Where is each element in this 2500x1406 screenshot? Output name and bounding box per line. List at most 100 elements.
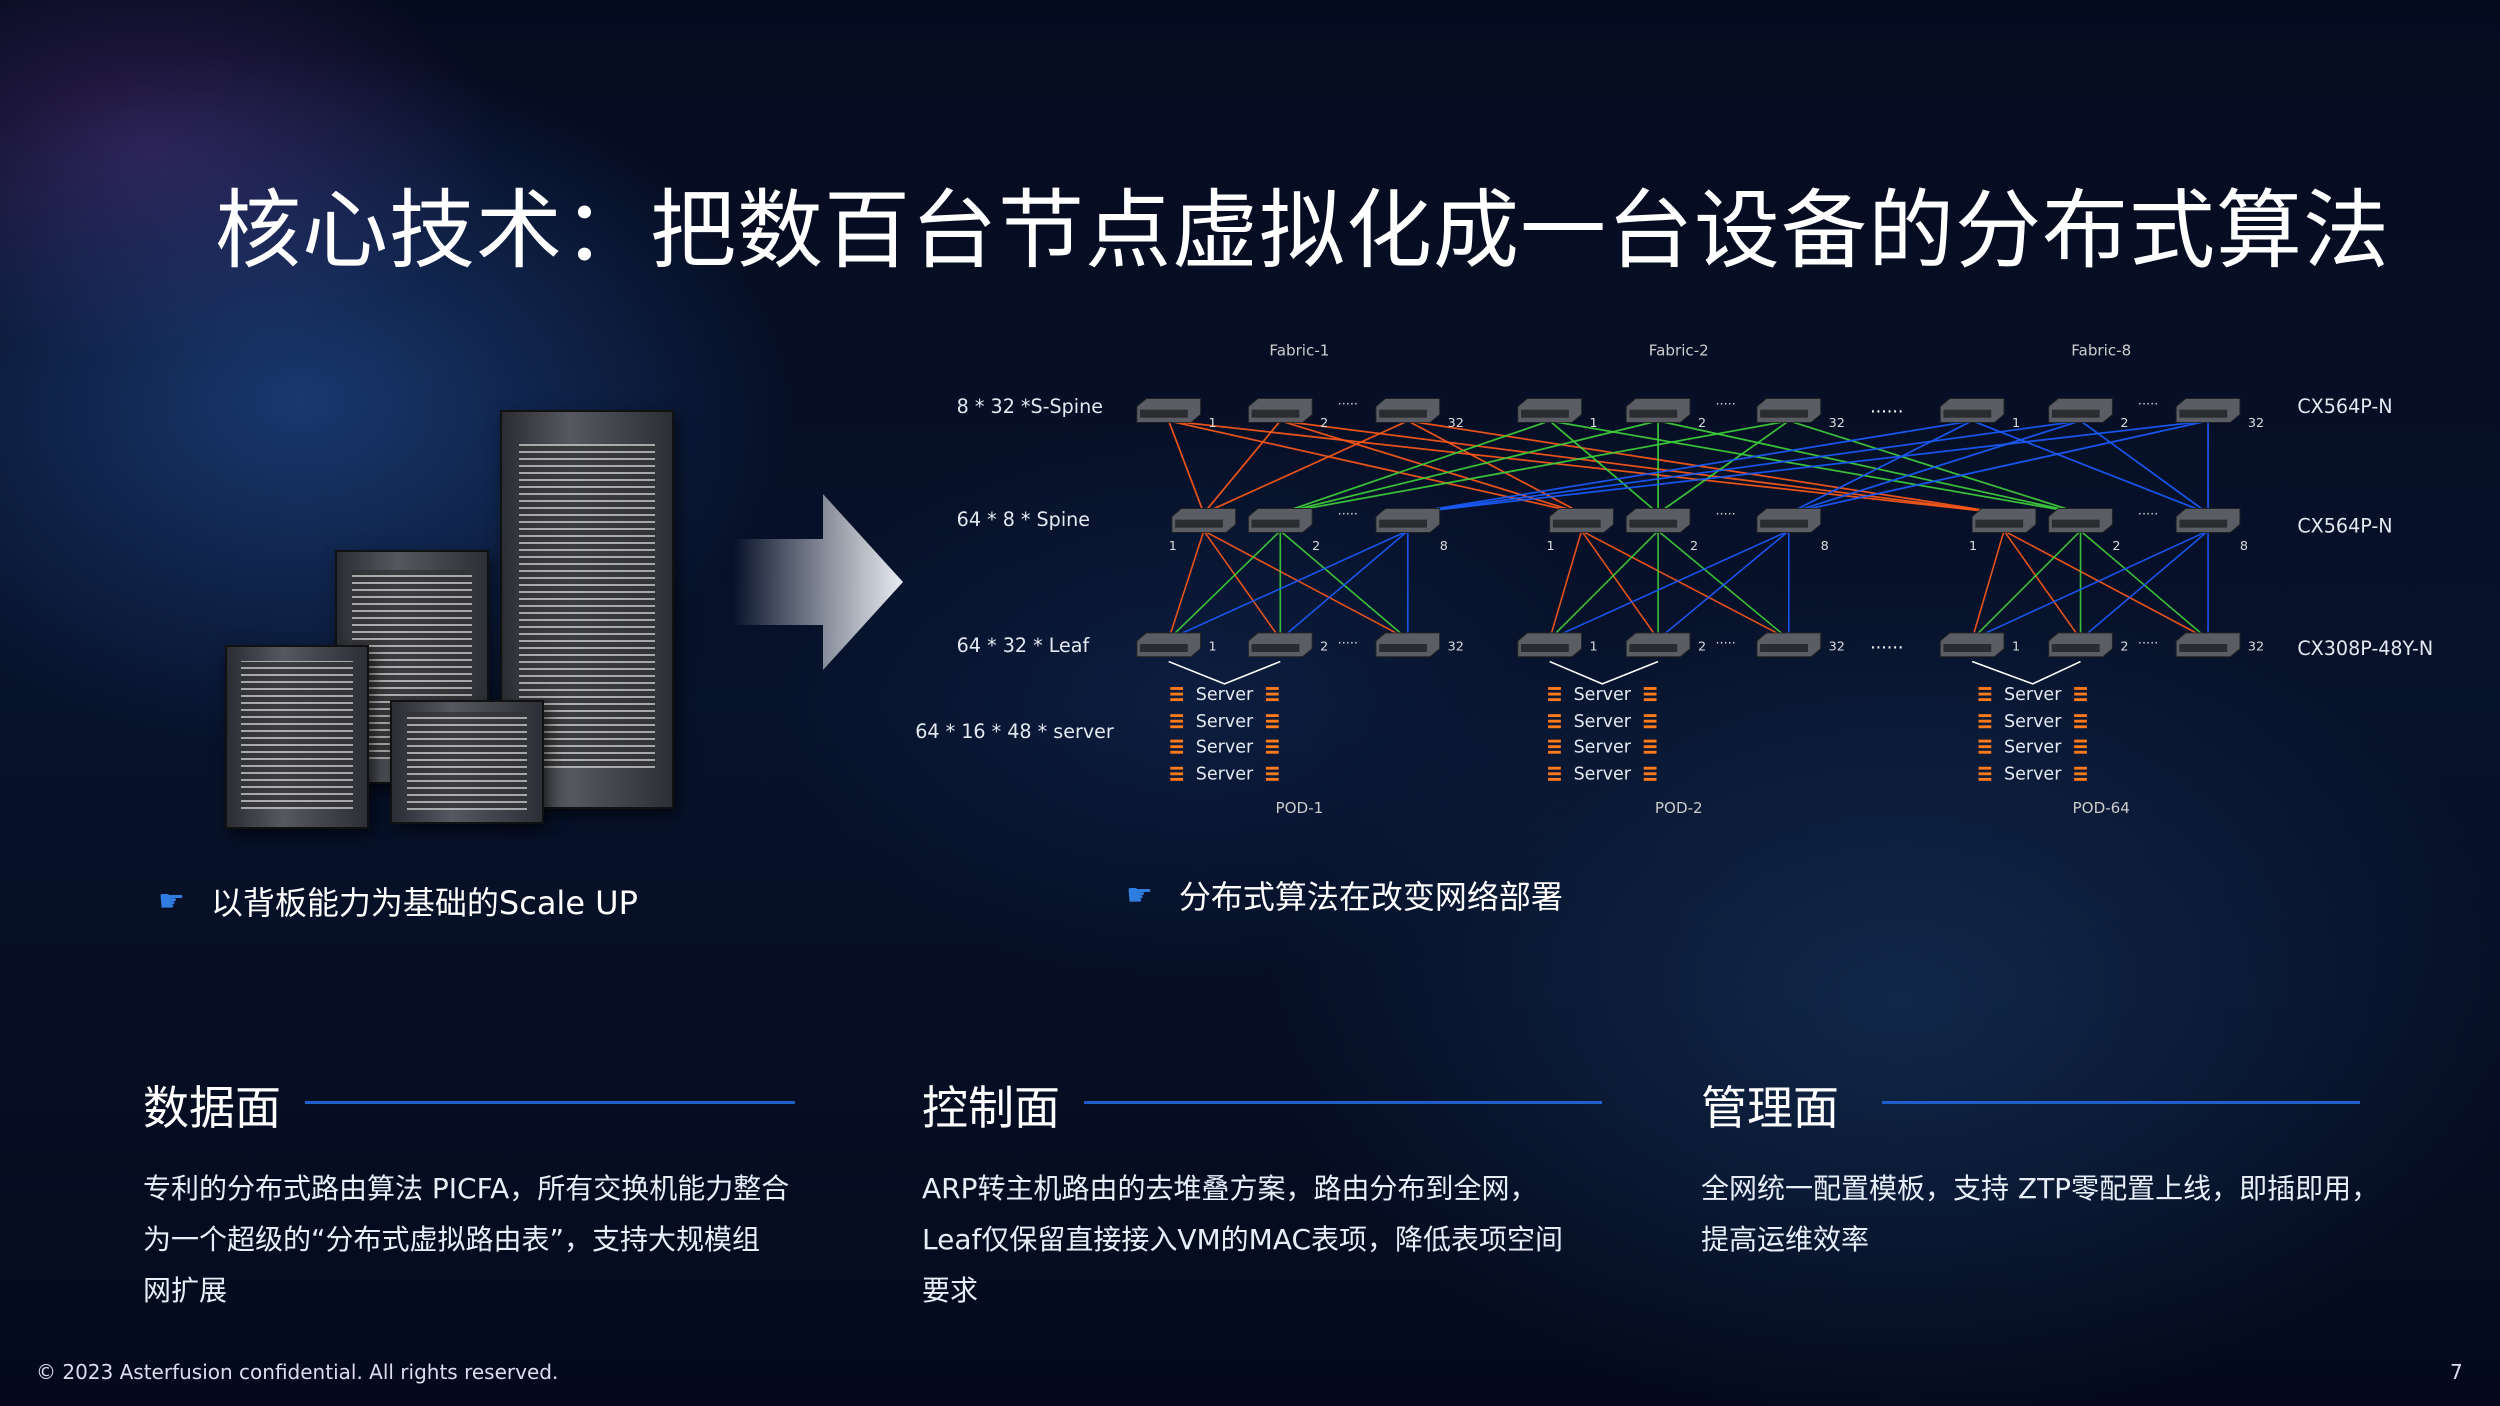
switch-number: 1: [1590, 639, 1598, 654]
pointing-hand-icon: ☛: [1126, 877, 1153, 913]
server-icon: [1643, 750, 1657, 754]
server-icon: [1978, 739, 1992, 743]
server-icon: [1170, 692, 1184, 696]
server-label: Server: [2004, 765, 2062, 785]
super-spine-switch-icon-ports: [2179, 409, 2228, 418]
server-icon: [1265, 687, 1279, 690]
server-icon: [1265, 750, 1279, 754]
body-line: 为一个超级的“分布式虚拟路由表”，支持大规模组: [143, 1223, 761, 1256]
leaf-switch-icon-ports: [1140, 644, 1188, 652]
server-icon: [1548, 766, 1561, 770]
fabric-link: [1657, 420, 1790, 515]
server-icon: [1978, 719, 1992, 723]
switch-number: 2: [2112, 539, 2120, 554]
switch-number: 1: [1969, 539, 1977, 554]
server-label: Server: [1196, 765, 1254, 785]
switch-number: 2: [1320, 416, 1328, 431]
server-icon: [1170, 745, 1184, 749]
switch-number: 1: [1209, 416, 1217, 431]
server-icon: [1548, 692, 1561, 696]
switch-number: 2: [2120, 416, 2128, 431]
section-control-plane: 控制面: [922, 1072, 1060, 1138]
fabric-link: [1407, 419, 2209, 515]
super-spine-switch-icon-ports: [1251, 409, 1300, 418]
fabric-label: Fabric-2: [1649, 341, 1709, 359]
server-icon: [1548, 750, 1561, 754]
switch-number: 32: [2248, 639, 2264, 654]
server-label: Server: [1574, 712, 1632, 732]
ellipsis: ······: [1870, 403, 1903, 423]
fabric-link: [1203, 420, 1409, 515]
server-icon: [1265, 772, 1279, 776]
server-icon: [1548, 698, 1561, 702]
switch-number: 32: [1829, 416, 1845, 431]
server-label: Server: [1196, 712, 1254, 732]
server-label: Server: [1574, 765, 1632, 785]
section-body: 专利的分布式路由算法 PICFA，所有交换机能力整合 为一个超级的“分布式虚拟路…: [143, 1163, 823, 1316]
section-heading: 管理面: [1701, 1081, 1839, 1135]
super-spine-switch-icon-ports: [1140, 409, 1188, 418]
fabric-link: [1203, 420, 1281, 514]
server-icon: [2074, 714, 2087, 718]
pod-link: [1549, 530, 1659, 640]
server-label: Server: [1196, 737, 1254, 757]
server-icon: [1978, 714, 1992, 718]
spine-switch-icon-ports: [1552, 519, 1601, 528]
server-icon: [1265, 777, 1279, 781]
server-label: Server: [1574, 737, 1632, 757]
server-icon: [1643, 772, 1657, 776]
server-icon: [1548, 777, 1561, 781]
server-icon: [1978, 772, 1992, 776]
server-icon: [1265, 745, 1279, 749]
fabric-label: Fabric-8: [2071, 341, 2131, 359]
server-uplink: [1549, 660, 1659, 685]
pod-label: POD-1: [1276, 799, 1324, 817]
server-icon: [2074, 772, 2087, 776]
fabric-link: [1788, 419, 2209, 515]
spine-switch-icon-ports: [1975, 519, 2024, 528]
server-label: Server: [2004, 737, 2062, 757]
pod-link: [1203, 530, 1281, 640]
server-icon: [1643, 692, 1657, 696]
server-label: Server: [1196, 685, 1254, 705]
spine-switch-icon-ports: [1251, 519, 1300, 528]
spine-switch-icon-ports: [2179, 519, 2228, 528]
body-line: 提高运维效率: [1701, 1223, 1870, 1256]
server-icon: [1548, 725, 1561, 729]
model-leaf: CX308P-48Y-N: [2297, 637, 2433, 660]
section-heading: 数据面: [143, 1081, 281, 1135]
pod-link: [1549, 530, 1790, 640]
divider: [1882, 1101, 2360, 1104]
server-icon: [1978, 745, 1992, 749]
ellipsis: ·····: [2138, 507, 2158, 522]
chassis-switch-illustration: [220, 405, 680, 830]
fabric-link: [1788, 420, 1973, 515]
server-icon: [1170, 739, 1184, 743]
body-line: 要求: [922, 1274, 979, 1307]
server-icon: [1548, 687, 1561, 690]
server-icon: [1643, 725, 1657, 729]
server-icon: [2074, 766, 2087, 770]
server-icon: [1170, 687, 1184, 690]
server-icon: [1978, 777, 1992, 781]
switch-number: 8: [2240, 539, 2248, 554]
spine-switch-icon-ports: [1175, 519, 1223, 528]
row-label-super-spine: 8 * 32 *S-Spine: [957, 395, 1103, 418]
switch-number: 2: [1320, 639, 1328, 654]
server-icon: [1170, 772, 1184, 776]
body-line: ARP转主机路由的去堆叠方案，路由分布到全网，: [922, 1172, 1538, 1205]
section-data-plane: 数据面: [143, 1072, 281, 1138]
switch-number: 2: [1698, 639, 1706, 654]
server-icon: [2074, 750, 2087, 754]
leaf-switch-icon-ports: [1760, 644, 1808, 652]
switch-number: 1: [2012, 639, 2020, 654]
pod-link: [1971, 530, 2209, 640]
ellipsis: ·····: [2138, 636, 2158, 651]
pod-link: [1203, 530, 1409, 640]
server-icon: [1265, 725, 1279, 729]
right-bullet-text: 分布式算法在改变网络部署: [1178, 878, 1563, 916]
fabric-link: [1971, 420, 2209, 515]
switch-number: 8: [1821, 539, 1829, 554]
server-label: Server: [2004, 712, 2062, 732]
super-spine-switch-icon-ports: [1629, 409, 1678, 418]
